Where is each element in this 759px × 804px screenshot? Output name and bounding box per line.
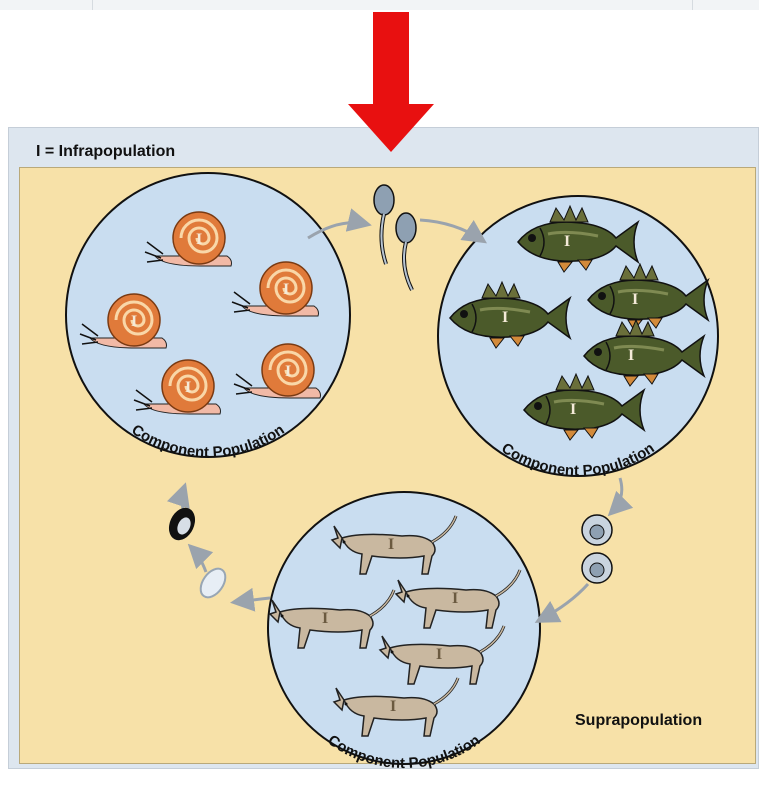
metacercaria-icon (582, 515, 612, 583)
infra-marker: I (196, 231, 202, 248)
infra-marker: I (390, 698, 396, 715)
infra-marker: I (628, 347, 634, 364)
infra-marker: I (570, 401, 576, 418)
infra-marker: I (388, 536, 394, 553)
infra-marker: I (185, 379, 191, 396)
infra-marker: I (322, 610, 328, 627)
infra-marker: I (436, 646, 442, 663)
infra-marker: I (283, 281, 289, 298)
cercaria-icon (374, 185, 416, 290)
infra-marker: I (502, 309, 508, 326)
infra-marker: I (285, 363, 291, 380)
infra-marker: I (131, 313, 137, 330)
infra-marker: I (452, 590, 458, 607)
infra-marker: I (564, 233, 570, 250)
down-arrow-icon (348, 12, 434, 152)
infra-marker: I (632, 291, 638, 308)
